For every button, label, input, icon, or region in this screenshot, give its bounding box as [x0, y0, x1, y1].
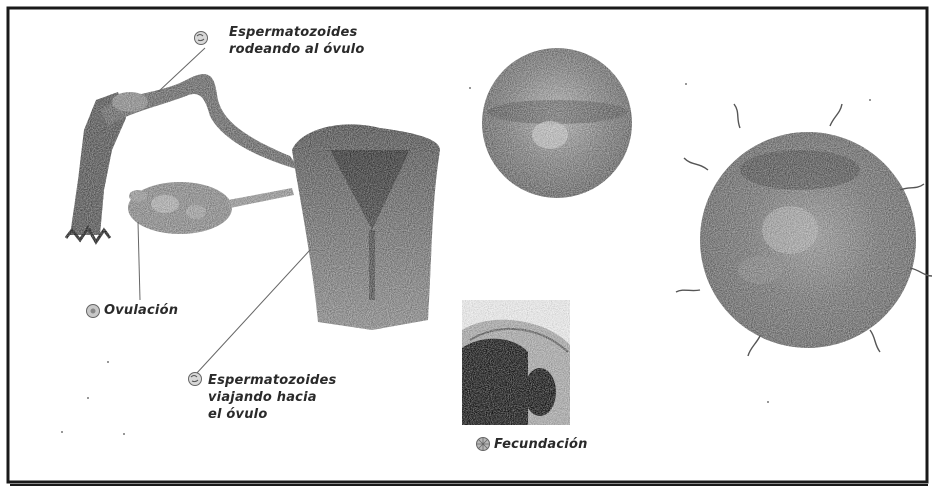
reproductive-tract [66, 74, 440, 330]
label-line: Ovulación [104, 302, 178, 319]
leader-sperm-travelling [196, 250, 310, 374]
label-ovulation: Ovulación [104, 302, 178, 319]
ovary [128, 182, 232, 234]
label-sperm-around-ovum: Espermatozoides rodeando al óvulo [229, 24, 364, 58]
ovum-with-sperm [482, 48, 632, 198]
fertilization-marker-icon [474, 436, 492, 452]
label-line: el óvulo [208, 406, 336, 423]
label-sperm-travelling: Espermatozoides viajando hacia el óvulo [208, 372, 336, 423]
ampulla-bulge [112, 92, 148, 112]
label-line: Fecundación [494, 436, 588, 453]
label-line: viajando hacia [208, 389, 336, 406]
ovum-marker-icon [84, 303, 102, 319]
sperm-marker-icon [186, 371, 204, 387]
label-line: rodeando al óvulo [229, 41, 364, 58]
fallopian-tube [100, 74, 300, 170]
label-line: Espermatozoides [208, 372, 336, 389]
sperm-marker-icon [192, 30, 210, 46]
label-fertilization: Fecundación [494, 436, 588, 453]
fertilized-ovum [700, 132, 916, 348]
ovarian-ligament [228, 188, 294, 208]
label-line: Espermatozoides [229, 24, 364, 41]
leader-ovulation [138, 222, 140, 300]
fertilization-closeup [462, 300, 570, 425]
